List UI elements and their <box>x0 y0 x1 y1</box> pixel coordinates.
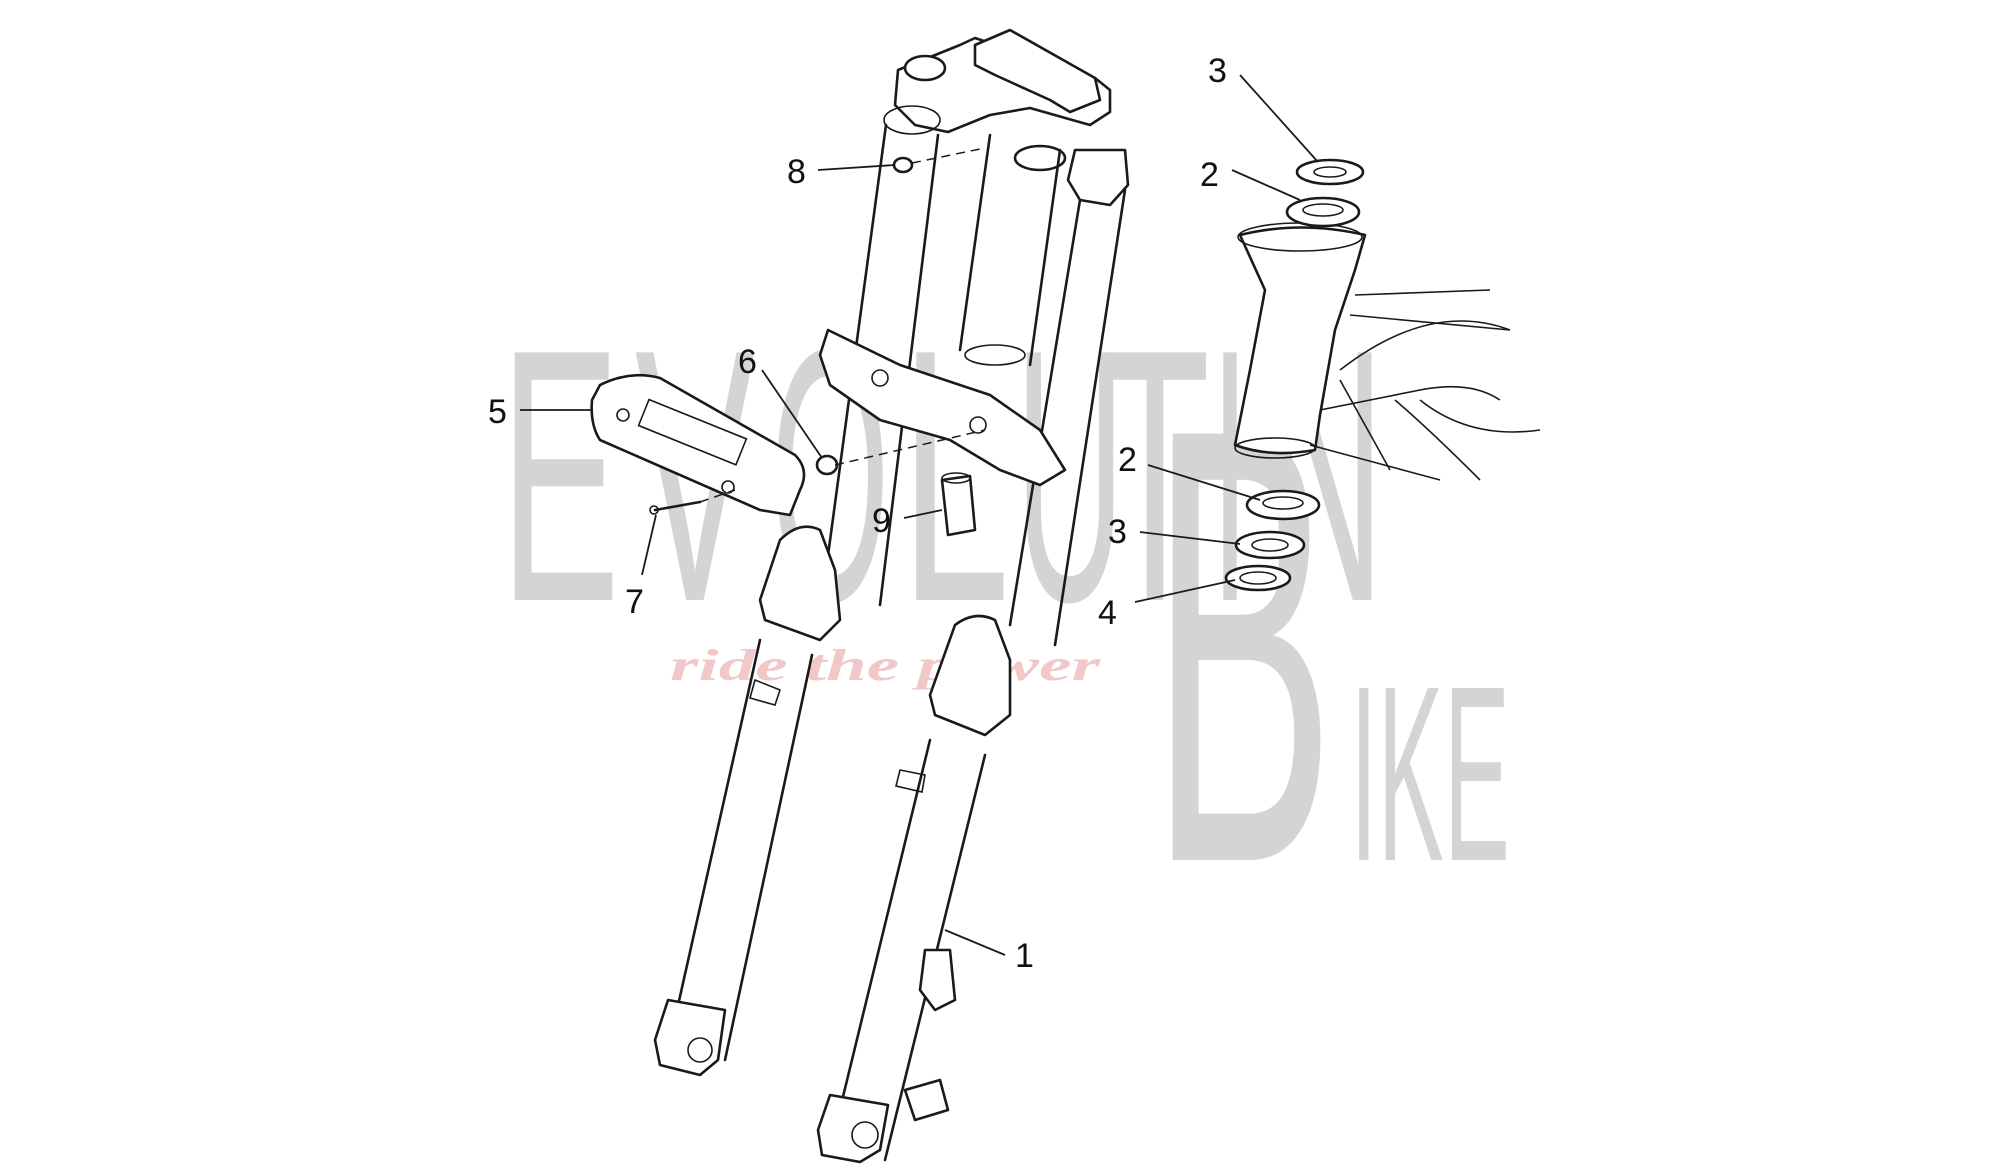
callout-2-top: 2 <box>1200 156 1219 194</box>
washer-6 <box>815 454 839 476</box>
upper-bearing-2-inner <box>1302 203 1344 217</box>
upper-bearing-2 <box>1285 196 1361 228</box>
callout-2-bottom: 2 <box>1118 441 1137 479</box>
callout-7: 7 <box>625 583 644 621</box>
right-stanchion <box>1008 188 1127 647</box>
callout-1: 1 <box>1015 937 1034 975</box>
callout-5: 5 <box>488 393 507 431</box>
frame-down-tube <box>1309 385 1541 481</box>
head-tube <box>1233 226 1367 455</box>
left-fork-slider <box>666 638 814 1062</box>
leader-9 <box>903 509 943 519</box>
cover-plate-window <box>637 398 748 466</box>
left-axle-foot <box>653 998 727 1077</box>
bushing-9-top <box>941 472 971 484</box>
upper-ring-3-inner <box>1313 166 1347 178</box>
assembly-line-screw-7 <box>699 489 736 503</box>
stem-hole <box>1013 144 1067 172</box>
small-parts <box>590 156 977 537</box>
watermark-letter-t: T <box>1100 275 1210 677</box>
lower-bearing-2-inner <box>1262 496 1304 510</box>
clamp-right-boss <box>1066 148 1130 207</box>
screw-7-head <box>649 505 659 515</box>
screw-7 <box>653 500 702 512</box>
leader-3-top <box>1239 74 1319 163</box>
lower-seal-4-inner <box>1239 571 1277 585</box>
left-tube-top <box>883 105 941 135</box>
upper-ring-3 <box>1295 158 1365 186</box>
steering-bearings <box>1224 158 1365 592</box>
left-dust-boot <box>758 525 842 642</box>
leader-8 <box>817 164 896 171</box>
callout-3-bottom: 3 <box>1108 513 1127 551</box>
watermark-letter-i: I <box>1210 275 1250 677</box>
right-brake-line-clip <box>895 769 926 793</box>
top-nut-left <box>903 54 947 82</box>
lower-seal-4 <box>1224 564 1292 592</box>
caliper-mount-lug <box>918 948 957 1012</box>
bottom-clamp-bolt-left <box>871 369 889 387</box>
bottom-clamp-bolt-right <box>969 416 987 434</box>
cover-plate-hole-left <box>616 408 630 422</box>
leader-lines <box>520 74 1319 956</box>
caliper-mount-lug-lower <box>903 1078 950 1122</box>
lower-ring-3 <box>1234 530 1306 560</box>
callout-9: 9 <box>872 502 891 540</box>
stem-lower-end <box>964 344 1026 366</box>
top-triple-clamp <box>893 36 1112 134</box>
leader-1 <box>944 929 1006 956</box>
leader-3-bottom <box>1139 531 1241 545</box>
callout-8: 8 <box>787 153 806 191</box>
bushing-9 <box>940 474 977 537</box>
watermark-letter-l: L <box>900 275 1010 677</box>
frame-gusset <box>1339 379 1481 481</box>
lower-ring-3-inner <box>1251 538 1289 552</box>
left-axle-hole <box>687 1037 713 1063</box>
assembly-line-washer <box>834 429 986 466</box>
left-brake-line-clip <box>749 678 781 706</box>
callout-labels: 3 2 8 6 5 2 3 9 4 7 1 <box>488 52 1227 975</box>
callout-6: 6 <box>738 343 757 381</box>
watermark-letter-e: E <box>500 275 620 677</box>
leader-7 <box>641 514 657 576</box>
front-fork-assembly <box>653 28 1130 1164</box>
watermark-ike: IKE <box>1350 634 1510 913</box>
frame-top-tube <box>1339 289 1511 371</box>
callout-4: 4 <box>1098 594 1117 632</box>
right-axle-hole <box>851 1121 879 1149</box>
leader-4 <box>1134 579 1236 603</box>
leader-6 <box>761 369 823 459</box>
head-tube-bottom-rim <box>1234 437 1316 459</box>
leader-2-bottom <box>1147 464 1261 501</box>
right-dust-boot <box>928 614 1012 737</box>
assembly-line-screw-8 <box>911 147 986 164</box>
frame-headstock <box>1233 222 1541 481</box>
callout-3-top: 3 <box>1208 52 1227 90</box>
cover-plate-hole-right <box>721 480 735 494</box>
handlebar-riser-block <box>973 28 1102 114</box>
steering-stem <box>958 133 1062 367</box>
assembly-lines <box>699 147 986 503</box>
screw-8 <box>892 156 914 174</box>
leader-2-top <box>1231 169 1301 201</box>
watermark-tagline: ride the power <box>670 641 1101 690</box>
bottom-triple-clamp <box>818 328 1067 487</box>
lower-bearing-2 <box>1245 489 1321 521</box>
